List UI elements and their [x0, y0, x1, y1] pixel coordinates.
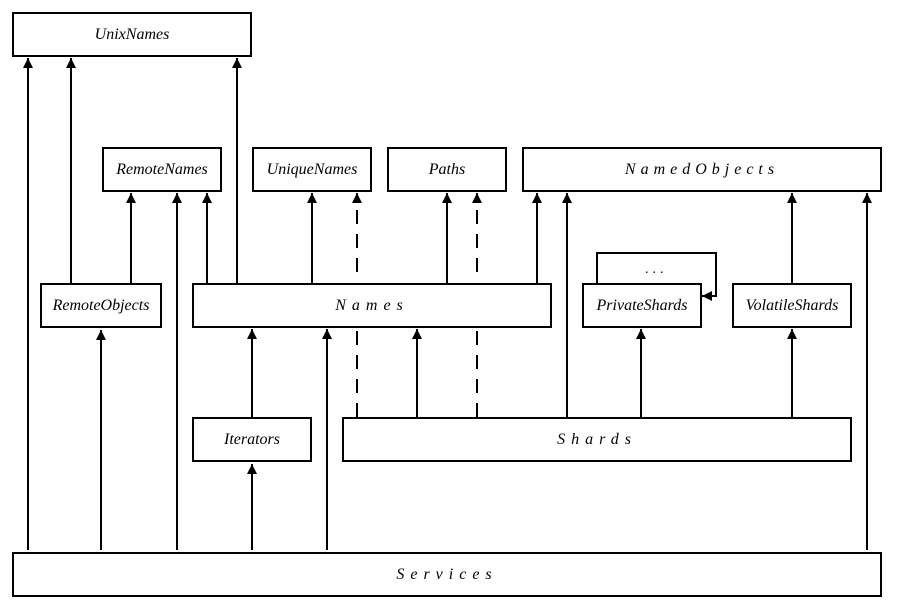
module-label-names: Names — [335, 296, 409, 314]
module-label-privateshards: PrivateShards — [596, 296, 688, 314]
module-unixnames: UnixNames — [12, 12, 252, 57]
module-label-volatileshards: VolatileShards — [745, 296, 839, 314]
module-label-services: Services — [396, 565, 498, 583]
module-label-uniquenames: UniqueNames — [266, 160, 358, 178]
module-label-shards: Shards — [557, 430, 637, 448]
module-shards: Shards — [342, 417, 852, 462]
module-services: Services — [12, 552, 882, 597]
module-privateshards: PrivateShards — [582, 283, 702, 328]
module-remotenames: RemoteNames — [102, 147, 222, 192]
module-label-remoteobjects: RemoteObjects — [52, 296, 150, 314]
self-loop-ellipsis: ... — [645, 262, 668, 277]
module-namedobjects: NamedObjects — [522, 147, 882, 192]
module-label-unixnames: UnixNames — [94, 25, 170, 43]
module-paths: Paths — [387, 147, 507, 192]
module-names: Names — [192, 283, 552, 328]
module-label-iterators: Iterators — [224, 430, 280, 448]
module-label-paths: Paths — [428, 160, 466, 178]
module-uniquenames: UniqueNames — [252, 147, 372, 192]
module-remoteobjects: RemoteObjects — [40, 283, 162, 328]
module-volatileshards: VolatileShards — [732, 283, 852, 328]
module-iterators: Iterators — [192, 417, 312, 462]
module-label-namedobjects: NamedObjects — [624, 160, 780, 178]
module-label-remotenames: RemoteNames — [116, 160, 208, 178]
edge-privateshards-self — [596, 252, 717, 301]
